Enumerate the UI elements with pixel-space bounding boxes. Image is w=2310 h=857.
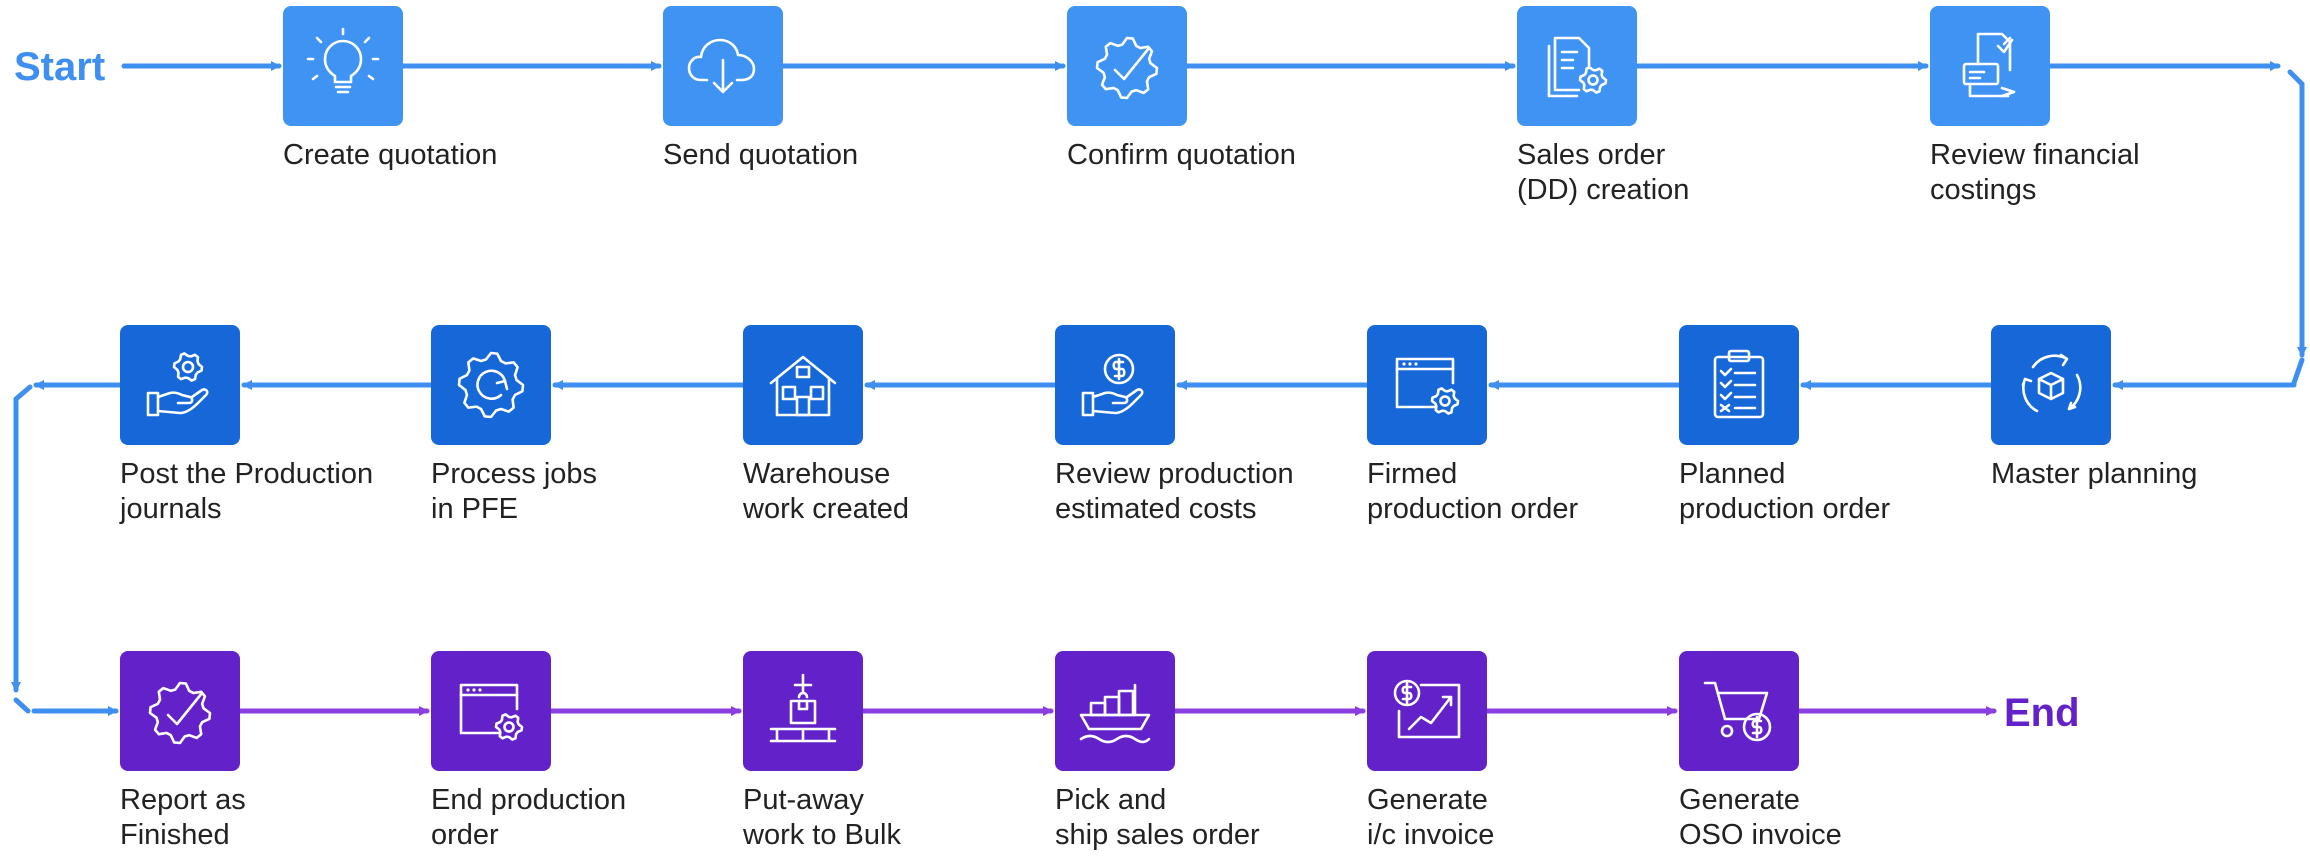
window-gear-icon — [459, 683, 524, 741]
badge-check-icon — [1095, 36, 1159, 100]
step-label: Review production estimated costs — [1055, 458, 1294, 525]
step-tile — [1679, 651, 1799, 771]
step-tile — [1517, 6, 1637, 126]
step-tile — [1367, 325, 1487, 445]
hand-gear-icon — [146, 352, 209, 417]
process-step: Confirm quotation — [1067, 6, 1427, 206]
process-step: Generate i/c invoice — [1367, 651, 1727, 851]
step-label: End production order — [431, 784, 627, 851]
warehouse-icon — [769, 355, 837, 417]
step-tile — [1679, 325, 1799, 445]
gear-refresh-icon — [457, 351, 525, 419]
step-label: Confirm quotation — [1067, 139, 1296, 171]
coin-chart-icon — [1393, 679, 1461, 739]
process-step: Generate OSO invoice — [1679, 651, 2039, 851]
step-label: Report as Finished — [120, 784, 246, 851]
document-gear-icon — [1547, 36, 1608, 98]
step-label: Send quotation — [663, 139, 859, 171]
hand-coin-icon — [1081, 353, 1144, 417]
step-tile — [1930, 6, 2050, 126]
start-label: Start — [14, 45, 106, 89]
process-step: Review financial costings — [1930, 6, 2290, 206]
process-step: Planned production order — [1679, 325, 2039, 525]
process-step: Warehouse work created — [743, 325, 1103, 525]
step-tile — [120, 325, 240, 445]
step-label: Process jobs in PFE — [431, 458, 598, 525]
process-step: Put-away work to Bulk — [743, 651, 1103, 851]
process-step: Process jobs in PFE — [431, 325, 791, 525]
step-label: Generate i/c invoice — [1367, 784, 1495, 851]
step-tile — [1991, 325, 2111, 445]
process-step: Sales order (DD) creation — [1517, 6, 1877, 206]
corner-connector — [13, 697, 31, 714]
corner-connector — [2291, 357, 2305, 386]
window-gear-icon — [1395, 357, 1460, 415]
step-tile — [1067, 6, 1187, 126]
step-tile — [1055, 651, 1175, 771]
cargo-ship-icon — [1079, 683, 1151, 744]
step-tile — [1055, 325, 1175, 445]
step-tile — [743, 325, 863, 445]
step-tile — [1367, 651, 1487, 771]
end-label: End — [2004, 691, 2080, 735]
process-step: End production order — [431, 651, 791, 851]
step-tile — [283, 6, 403, 126]
process-step: Master planning — [1991, 325, 2310, 525]
step-label: Firmed production order — [1367, 458, 1579, 525]
step-label: Create quotation — [283, 139, 498, 171]
corner-connector — [13, 384, 33, 402]
corner-connector — [2287, 69, 2305, 87]
lightbulb-icon — [306, 27, 380, 94]
process-step: Post the Production journals — [120, 325, 480, 525]
step-label: Pick and ship sales order — [1055, 784, 1260, 851]
cart-coin-icon — [1703, 681, 1772, 742]
process-step: Create quotation — [283, 6, 643, 206]
step-label: Planned production order — [1679, 458, 1891, 525]
step-tile — [120, 651, 240, 771]
step-label: Master planning — [1991, 458, 2198, 490]
clipboard-checklist-icon — [1713, 349, 1765, 419]
step-tile — [431, 325, 551, 445]
process-step: Send quotation — [663, 6, 1023, 206]
step-tile — [431, 651, 551, 771]
crane-box-icon — [769, 673, 837, 743]
badge-check-icon — [148, 681, 212, 745]
step-label: Post the Production journals — [120, 458, 374, 525]
step-label: Review financial costings — [1930, 139, 2140, 206]
process-step: Firmed production order — [1367, 325, 1727, 525]
process-step: Review production estimated costs — [1055, 325, 1415, 525]
cloud-download-icon — [687, 38, 756, 94]
step-label: Sales order (DD) creation — [1517, 139, 1690, 206]
step-tile — [663, 6, 783, 126]
process-step: Pick and ship sales order — [1055, 651, 1415, 851]
step-tile — [743, 651, 863, 771]
step-label: Warehouse work created — [743, 458, 910, 525]
step-label: Put-away work to Bulk — [743, 784, 901, 851]
process-step: Report as Finished — [120, 651, 480, 851]
step-label: Generate OSO invoice — [1679, 784, 1842, 851]
printer-document-icon — [1962, 32, 2016, 98]
box-cycle-icon — [2021, 353, 2082, 413]
